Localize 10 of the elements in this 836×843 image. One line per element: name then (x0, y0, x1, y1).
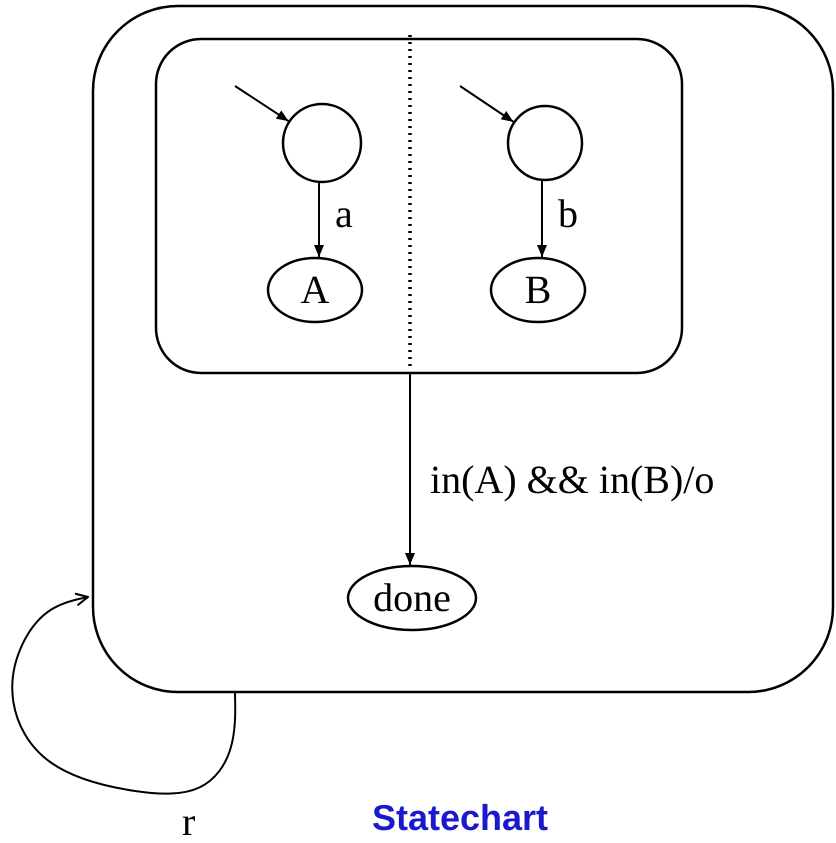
transition-arrow (314, 182, 324, 257)
state-name: B (524, 270, 552, 310)
state-name: done (373, 578, 451, 618)
state-name: A (300, 270, 330, 310)
self-loop-arrow (11, 592, 236, 795)
diagram-title: Statechart (372, 800, 548, 836)
transition-arrow (234, 85, 290, 122)
transition-arrow (405, 374, 415, 565)
transition-arrow (459, 85, 514, 123)
transition-arrow (537, 180, 547, 257)
